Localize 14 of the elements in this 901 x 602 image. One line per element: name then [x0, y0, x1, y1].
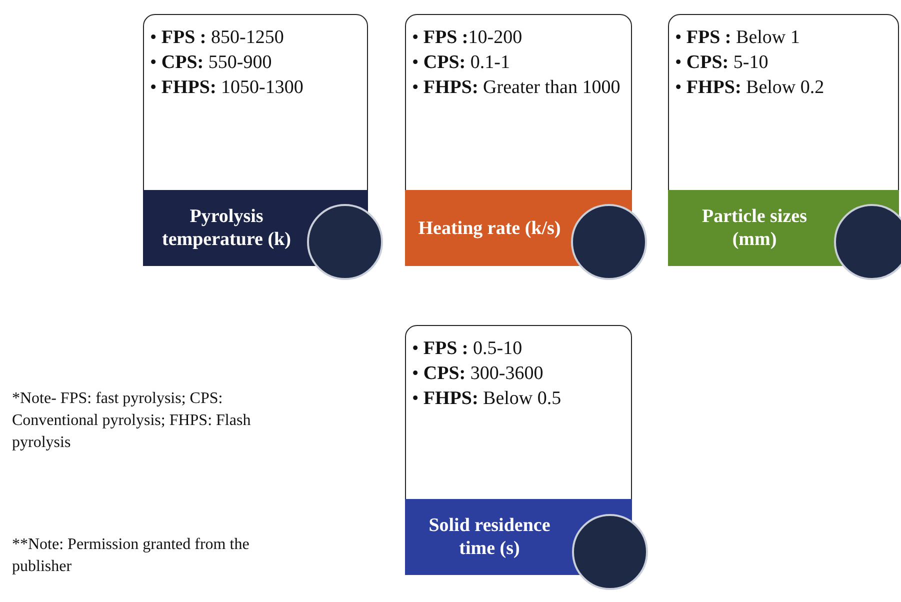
bullet-item: • FHPS: 1050-1300: [150, 76, 304, 100]
bullet-item: • FPS : 850-1250: [150, 26, 285, 50]
bullet-item: • FHPS: Below 0.5: [412, 387, 562, 411]
footnote: *Note- FPS: fast pyrolysis; CPS: Conventional pyrolysis; FHPS: Flash pyrolysis: [12, 389, 252, 453]
bullet-item: • CPS: 5-10: [675, 51, 770, 75]
bullet-item: • CPS: 300-3600: [412, 362, 544, 386]
bullet-item: • FHPS: Below 0.2: [675, 76, 826, 100]
bullet-item: • CPS: 0.1-1: [412, 51, 511, 75]
bullet-item: • FHPS: Greater than 1000: [412, 76, 622, 100]
bullet-item: • FPS : Below 1: [675, 26, 801, 50]
footnote: **Note: Permission granted from the publisher: [12, 535, 250, 577]
bullet-item: • CPS: 550-900: [150, 51, 273, 75]
bullet-item: • FPS : 0.5-10: [412, 337, 524, 361]
bullet-item: • FPS :10-200: [412, 26, 524, 50]
